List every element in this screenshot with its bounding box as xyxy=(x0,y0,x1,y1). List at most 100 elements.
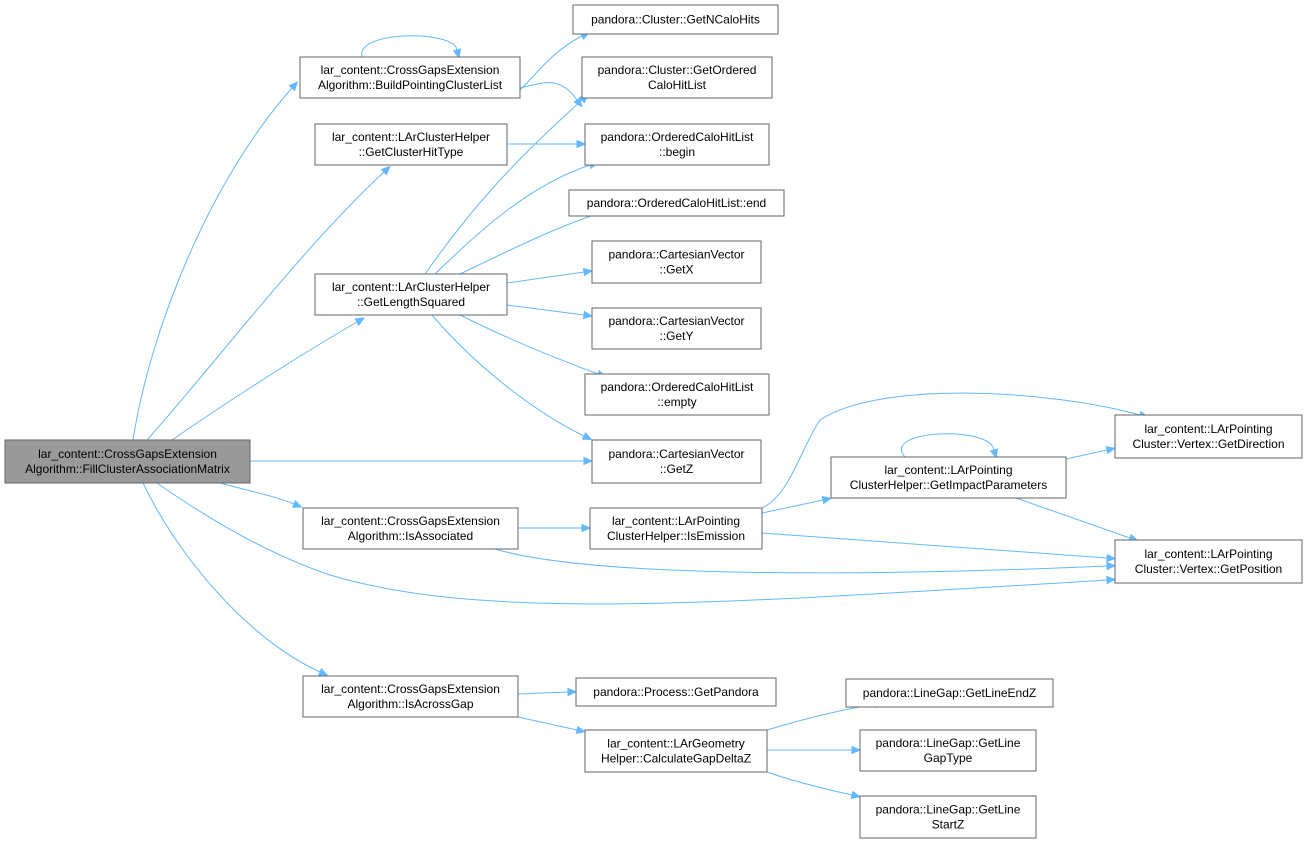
node-box[interactable] xyxy=(314,123,508,166)
node-label: ClusterHelper::GetImpactParameters xyxy=(850,478,1047,492)
node-box[interactable] xyxy=(581,56,773,99)
edge-root-to-isAcrossGap xyxy=(142,482,329,676)
node-calcGapDeltaZ[interactable]: lar_content::LArGeometryHelper::Calculat… xyxy=(584,729,768,773)
node-label: lar_content::CrossGapsExtension xyxy=(321,682,500,696)
node-label: CaloHitList xyxy=(648,78,707,92)
node-label: Helper::CalculateGapDeltaZ xyxy=(601,752,751,766)
edge-getImpactParams-to-getPosition xyxy=(1015,497,1139,542)
edge-root-to-getZ xyxy=(250,456,594,466)
node-box[interactable] xyxy=(591,240,762,284)
node-label: pandora::OrderedCaloHitList::end xyxy=(587,196,766,210)
edge-buildPCL-to-getNCaloHits xyxy=(509,31,591,99)
node-label: ::empty xyxy=(657,395,696,409)
node-getY[interactable]: pandora::CartesianVector::GetY xyxy=(591,307,762,350)
node-label: StartZ xyxy=(932,818,965,832)
node-getPandora[interactable]: pandora::Process::GetPandora xyxy=(575,677,777,707)
edge-isAcrossGap-to-getPandora xyxy=(517,687,578,697)
node-label: ::GetY xyxy=(659,329,693,343)
node-box[interactable] xyxy=(859,795,1037,839)
node-empty[interactable]: pandora::OrderedCaloHitList::empty xyxy=(584,373,770,416)
edge-isAcrossGap-to-calcGapDeltaZ xyxy=(517,716,587,735)
node-label: Cluster::Vertex::GetPosition xyxy=(1135,562,1282,576)
node-box[interactable] xyxy=(859,729,1037,772)
node-getDirection[interactable]: lar_content::LArPointingCluster::Vertex:… xyxy=(1114,414,1303,459)
node-label: Algorithm::BuildPointingClusterList xyxy=(318,78,503,92)
node-box[interactable] xyxy=(845,678,1054,708)
node-label: pandora::OrderedCaloHitList xyxy=(601,380,754,394)
node-box[interactable] xyxy=(572,4,779,35)
node-isAcrossGap[interactable]: lar_content::CrossGapsExtensionAlgorithm… xyxy=(302,675,519,718)
edge-root-to-getClusterHitType xyxy=(146,165,391,441)
edge-getLengthSquared-to-getY xyxy=(506,304,594,320)
node-box[interactable] xyxy=(1114,414,1303,459)
edge-getLengthSquared-to-begin xyxy=(434,161,599,275)
node-label: pandora::Cluster::GetOrdered xyxy=(598,63,757,77)
edge-root-to-isAssociated xyxy=(219,482,303,508)
edge-calcGapDeltaZ-to-getLineStartZ xyxy=(766,771,862,800)
edge-getLengthSquared-to-getX xyxy=(506,267,594,284)
node-box[interactable] xyxy=(568,189,785,217)
node-root[interactable]: lar_content::CrossGapsExtensionAlgorithm… xyxy=(4,439,251,484)
node-getClusterHitType[interactable]: lar_content::LArClusterHelper::GetCluste… xyxy=(314,123,508,166)
node-box[interactable] xyxy=(299,56,521,99)
node-getNCaloHits[interactable]: pandora::Cluster::GetNCaloHits xyxy=(572,4,779,35)
node-label: ::GetZ xyxy=(660,462,693,476)
call-nodes: lar_content::CrossGapsExtensionAlgorithm… xyxy=(4,4,1303,839)
node-getZ[interactable]: pandora::CartesianVector::GetZ xyxy=(591,439,762,484)
node-label: pandora::CartesianVector xyxy=(608,447,744,461)
edge-calcGapDeltaZ-to-getLineGapType xyxy=(767,745,862,755)
node-getLineEndZ[interactable]: pandora::LineGap::GetLineEndZ xyxy=(845,678,1054,708)
node-isAssociated[interactable]: lar_content::CrossGapsExtensionAlgorithm… xyxy=(302,507,519,550)
node-label: pandora::Cluster::GetNCaloHits xyxy=(591,13,760,27)
node-buildPCL[interactable]: lar_content::CrossGapsExtensionAlgorithm… xyxy=(299,56,521,99)
node-label: Algorithm::FillClusterAssociationMatrix xyxy=(25,462,230,476)
edge-buildPCL-to-getOrderedCHL xyxy=(519,82,583,108)
edge-getClusterHitType-to-begin xyxy=(507,139,587,149)
node-isEmission[interactable]: lar_content::LArPointingClusterHelper::I… xyxy=(589,507,763,550)
node-label: lar_content::LArGeometry xyxy=(607,737,744,751)
node-label: lar_content::LArClusterHelper xyxy=(332,130,490,144)
node-box[interactable] xyxy=(1114,539,1303,584)
node-label: lar_content::CrossGapsExtension xyxy=(321,63,500,77)
node-getLengthSquared[interactable]: lar_content::LArClusterHelper::GetLength… xyxy=(314,273,508,316)
node-box[interactable] xyxy=(591,307,762,350)
node-getImpactParams[interactable]: lar_content::LArPointingClusterHelper::G… xyxy=(830,456,1067,499)
node-box[interactable] xyxy=(314,273,508,316)
node-label: ::GetLengthSquared xyxy=(357,295,465,309)
edge-getLengthSquared-to-empty xyxy=(459,314,607,378)
node-end[interactable]: pandora::OrderedCaloHitList::end xyxy=(568,189,785,217)
node-box[interactable] xyxy=(4,439,251,484)
node-label: Cluster::Vertex::GetDirection xyxy=(1132,437,1284,451)
node-box[interactable] xyxy=(591,439,762,484)
node-label: pandora::LineGap::GetLine xyxy=(876,803,1021,817)
node-box[interactable] xyxy=(584,729,768,773)
node-getPosition[interactable]: lar_content::LArPointingCluster::Vertex:… xyxy=(1114,539,1303,584)
node-label: ::GetX xyxy=(659,263,693,277)
node-label: ::begin xyxy=(659,145,695,159)
node-label: pandora::LineGap::GetLineEndZ xyxy=(863,686,1036,700)
node-box[interactable] xyxy=(302,675,519,718)
edge-getLengthSquared-to-getZ xyxy=(431,314,593,441)
node-box[interactable] xyxy=(830,456,1067,499)
edge-root-to-buildPCL xyxy=(132,81,299,441)
node-box[interactable] xyxy=(584,373,770,416)
node-box[interactable] xyxy=(302,507,519,550)
node-label: pandora::CartesianVector xyxy=(608,314,744,328)
edge-getImpactParams-to-getDirection xyxy=(1065,445,1117,460)
node-label: Algorithm::IsAssociated xyxy=(348,529,473,543)
node-label: ::GetClusterHitType xyxy=(359,145,464,159)
edge-getLengthSquared-to-getOrderedCHL xyxy=(424,93,589,275)
node-label: lar_content::CrossGapsExtension xyxy=(321,514,500,528)
edge-isEmission-to-getPosition xyxy=(761,532,1117,563)
node-begin[interactable]: pandora::OrderedCaloHitList::begin xyxy=(584,123,770,166)
edge-root-to-getPosition xyxy=(156,482,1117,605)
node-box[interactable] xyxy=(589,507,763,550)
node-box[interactable] xyxy=(584,123,770,166)
node-label: lar_content::LArPointing xyxy=(884,463,1012,477)
node-box[interactable] xyxy=(575,677,777,707)
node-getX[interactable]: pandora::CartesianVector::GetX xyxy=(591,240,762,284)
